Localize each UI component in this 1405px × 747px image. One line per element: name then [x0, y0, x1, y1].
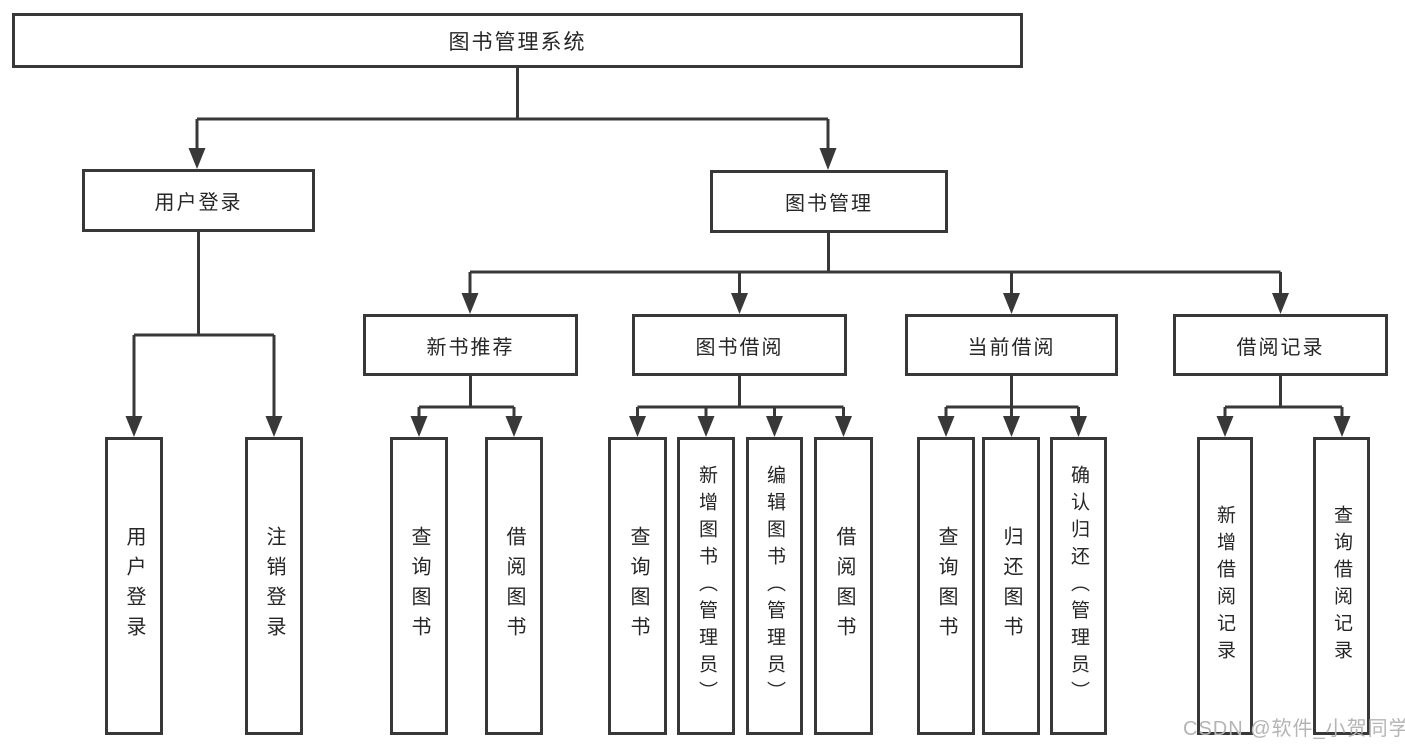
node-book-borrow: 图书借阅: [632, 314, 847, 376]
arrowhead-icons: [125, 148, 1351, 437]
leaf-borrow-books: 借阅图书: [814, 437, 873, 735]
leaf-query-books-current: 查询图书: [917, 437, 975, 735]
node-user-login: 用户登录: [82, 169, 315, 232]
node-current-borrow: 当前借阅: [905, 314, 1118, 376]
leaf-query-books-recommend: 查询图书: [390, 437, 448, 735]
leaf-add-borrow-record: 新增借阅记录: [1197, 437, 1253, 735]
node-borrow-records: 借阅记录: [1173, 314, 1388, 376]
leaf-query-borrow-record: 查询借阅记录: [1313, 437, 1370, 735]
leaf-confirm-return-admin: 确认归还（管理员）: [1050, 437, 1107, 735]
leaf-query-books-borrow: 查询图书: [608, 437, 667, 735]
leaf-user-login: 用户登录: [105, 437, 163, 735]
leaf-edit-book-admin: 编辑图书（管理员）: [746, 437, 803, 735]
node-new-book-recommend: 新书推荐: [363, 314, 578, 376]
leaf-add-book-admin: 新增图书（管理员）: [677, 437, 735, 735]
node-library-management-system: 图书管理系统: [12, 13, 1023, 68]
leaf-borrow-books-recommend: 借阅图书: [485, 437, 543, 735]
leaf-return-book: 归还图书: [982, 437, 1040, 735]
leaf-logout: 注销登录: [245, 437, 303, 735]
node-book-management: 图书管理: [710, 170, 948, 233]
csdn-watermark: CSDN @软件_小贺同学: [1183, 718, 1405, 740]
